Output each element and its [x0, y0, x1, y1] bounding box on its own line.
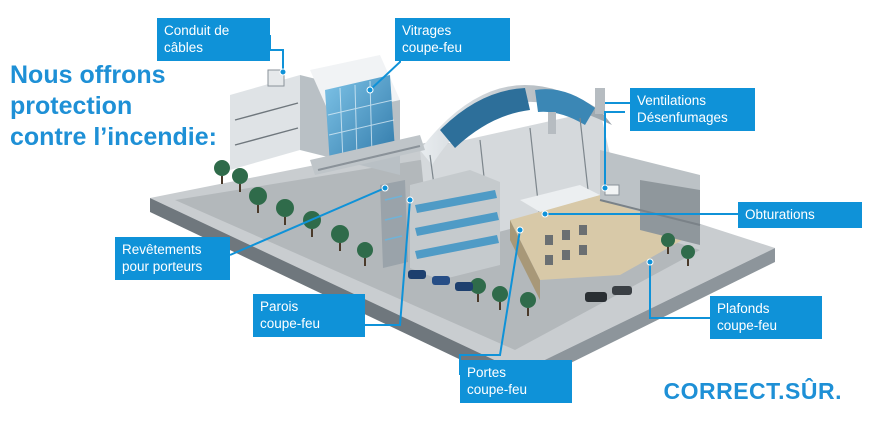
label-portes-coupe-feu[interactable]: Portes coupe-feu — [460, 360, 572, 403]
label-vitrages-coupe-feu[interactable]: Vitrages coupe-feu — [395, 18, 510, 61]
label-vitrages-line-1: Vitrages — [402, 23, 452, 38]
label-ventilations-line-1: Ventilations — [637, 93, 707, 108]
label-plafonds-coupe-feu[interactable]: Plafonds coupe-feu — [710, 296, 822, 339]
headline-line-2: protection — [10, 92, 133, 120]
label-parois-line-1: Parois — [260, 299, 299, 314]
label-ventilations-line-2: Désenfumages — [637, 110, 728, 125]
label-conduit-de-cables[interactable]: Conduit de câbles — [157, 18, 270, 61]
label-parois-line-2: coupe-feu — [260, 316, 321, 331]
label-conduit-line-2: câbles — [164, 40, 204, 55]
label-portes-line-1: Portes — [467, 365, 507, 380]
label-plafonds-line-2: coupe-feu — [717, 318, 778, 333]
label-revetements-line-2: pour porteurs — [122, 259, 203, 274]
headline-line-1: Nous offrons — [10, 61, 166, 89]
label-revetements-pour-porteurs[interactable]: Revêtements pour porteurs — [115, 237, 230, 280]
walkway — [310, 135, 425, 175]
leader-dots — [279, 68, 654, 266]
office-building — [230, 55, 400, 175]
label-obturations-line-1: Obturations — [745, 207, 815, 222]
center-block — [380, 170, 500, 280]
label-conduit-line-1: Conduit de — [164, 23, 230, 38]
label-parois-coupe-feu[interactable]: Parois coupe-feu — [253, 294, 365, 337]
headline-line-3: contre l’incendie: — [10, 123, 217, 151]
label-portes-line-2: coupe-feu — [467, 382, 528, 397]
label-plafonds-line-1: Plafonds — [717, 301, 770, 316]
brand-slogan: CORRECT.SÛR. — [663, 378, 842, 404]
label-vitrages-line-2: coupe-feu — [402, 40, 463, 55]
parked-cars — [408, 270, 632, 302]
label-ventilations-desenfumages[interactable]: Ventilations Désenfumages — [630, 88, 755, 131]
headline: Nous offrons protection contre l’incendi… — [10, 60, 240, 153]
label-obturations[interactable]: Obturations — [738, 202, 862, 228]
leader-lines — [229, 35, 738, 375]
label-revetements-line-1: Revêtements — [122, 242, 202, 257]
